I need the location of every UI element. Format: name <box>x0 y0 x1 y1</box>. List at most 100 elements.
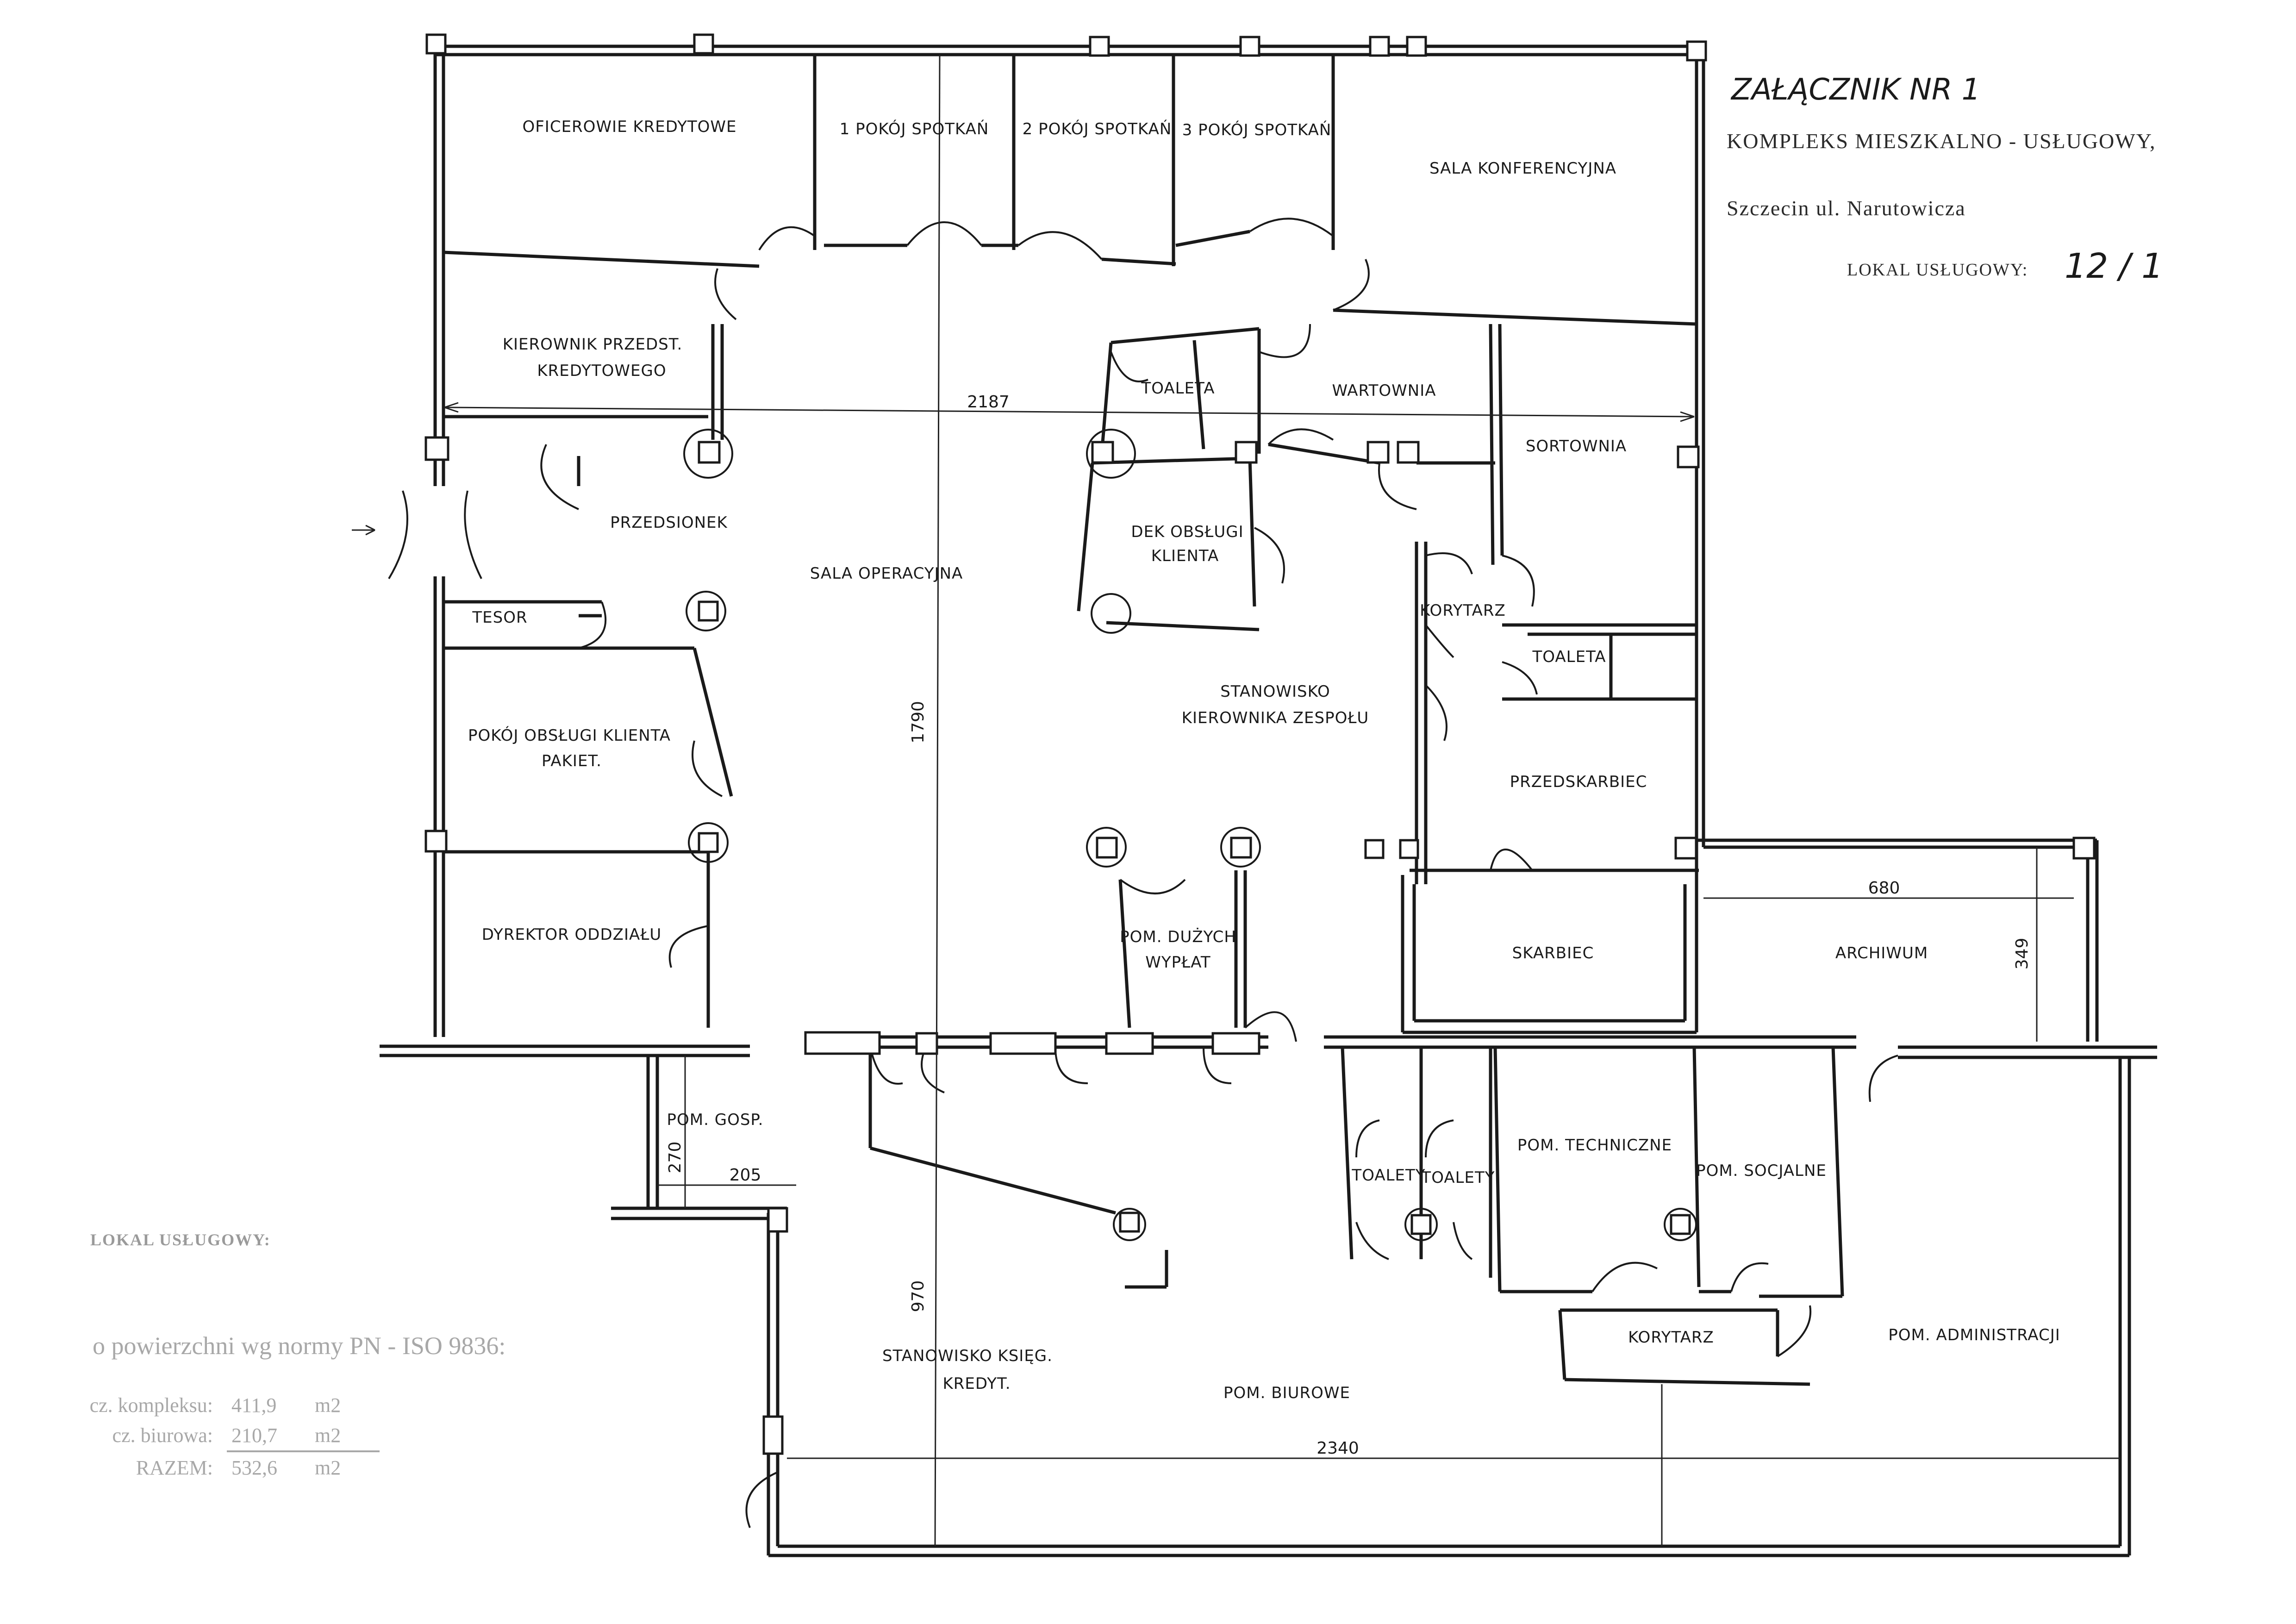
room-label: TOALETA <box>1141 379 1215 398</box>
attachment-label: ZAŁĄCZNIK NR 1 <box>1730 73 1980 107</box>
dimension-label: 2187 <box>967 393 1010 412</box>
structural-columns <box>424 33 2096 1455</box>
summary-row-unit: m2 <box>315 1424 341 1447</box>
room-label: SALA OPERACYJNA <box>810 564 963 583</box>
column <box>1397 441 1420 464</box>
room-label: SALA KONFERENCYJNA <box>1429 159 1616 178</box>
column <box>1235 441 1258 464</box>
column <box>1410 1214 1432 1235</box>
room-label: POM. DUŻYCH <box>1120 928 1236 946</box>
dimension-label: 205 <box>730 1166 761 1185</box>
room-label: KIEROWNIKA ZESPOŁU <box>1182 709 1369 727</box>
walls <box>380 44 2157 1557</box>
room-label: WARTOWNIA <box>1332 381 1436 400</box>
room-labels: OFICEROWIE KREDYTOWE 1 POKÓJ SPOTKAŃ 2 P… <box>468 118 2060 1402</box>
summary-row-value: 411,9 <box>231 1394 276 1417</box>
summary-title: LOKAL USŁUGOWY: <box>90 1230 271 1249</box>
column <box>1239 36 1260 57</box>
column <box>693 33 714 55</box>
room-label: SORTOWNIA <box>1526 437 1627 456</box>
column <box>1369 36 1390 57</box>
room-label: KREDYTOWEGO <box>537 362 666 380</box>
summary-row-unit: m2 <box>315 1394 341 1417</box>
column <box>698 600 719 622</box>
summary-row-label: cz. kompleksu: <box>90 1394 213 1417</box>
room-label: KIEROWNIK PRZEDST. <box>503 335 683 354</box>
column <box>762 1415 784 1455</box>
address: Szczecin ul. Narutowicza <box>1727 196 1966 220</box>
room-label: 2 POKÓJ SPOTKAŃ <box>1023 119 1172 138</box>
column <box>1406 36 1427 57</box>
summary-total-value: 532,6 <box>231 1456 277 1479</box>
column <box>698 441 721 464</box>
room-label: STANOWISKO KSIĘG. <box>882 1347 1053 1365</box>
room-label: PRZEDSKARBIEC <box>1510 773 1647 791</box>
column <box>1674 837 1697 860</box>
column <box>1670 1214 1691 1235</box>
column <box>915 1032 938 1055</box>
column <box>1686 40 1707 62</box>
column <box>1119 1212 1140 1233</box>
room-label: WYPŁAT <box>1145 953 1210 972</box>
column <box>425 33 447 55</box>
summary-norm: o powierzchni wg normy PN - ISO 9836: <box>93 1332 505 1360</box>
column <box>1230 837 1252 859</box>
dimension-label: 970 <box>909 1280 928 1312</box>
column <box>804 1031 881 1055</box>
unit-number: 12 / 1 <box>2065 246 2163 286</box>
column <box>989 1032 1057 1055</box>
room-label: TOALETA <box>1532 648 1606 666</box>
room-label: DEK OBSŁUGI <box>1131 523 1243 541</box>
room-label: POM. GOSP. <box>667 1111 764 1129</box>
dimension-label: 1790 <box>909 701 928 743</box>
column <box>1677 445 1700 468</box>
unit-label: LOKAL USŁUGOWY: <box>1847 260 2028 280</box>
column <box>1091 441 1114 464</box>
room-label: KORYTARZ <box>1420 601 1506 620</box>
room-label: KLIENTA <box>1151 547 1219 565</box>
column <box>1105 1032 1154 1055</box>
room-label: POM. TECHNICZNE <box>1517 1136 1672 1155</box>
column <box>1399 839 1419 859</box>
column <box>424 830 448 853</box>
summary-row-value: 210,7 <box>231 1424 277 1447</box>
room-label: DYREKTOR ODDZIAŁU <box>482 925 662 944</box>
column <box>1211 1032 1260 1055</box>
column <box>1366 441 1390 464</box>
room-label: POM. SOCJALNE <box>1696 1162 1827 1180</box>
dimension-label: 680 <box>1868 879 1900 898</box>
room-label: POM. ADMINISTRACJI <box>1888 1326 2060 1344</box>
room-label: TESOR <box>472 608 527 627</box>
column <box>2072 837 2096 860</box>
dimension-label: 2340 <box>1316 1439 1359 1458</box>
title-block: ZAŁĄCZNIK NR 1 KOMPLEKS MIESZKALNO - USŁ… <box>1727 73 2163 286</box>
area-summary: LOKAL USŁUGOWY: o powierzchni wg normy P… <box>90 1230 506 1479</box>
column <box>767 1207 788 1233</box>
room-label: OFICEROWIE KREDYTOWE <box>522 118 736 136</box>
room-label: PRZEDSIONEK <box>610 513 728 532</box>
dimension-labels: 2187 1790 680 349 270 205 970 2340 <box>666 393 2032 1458</box>
summary-total-unit: m2 <box>315 1456 341 1479</box>
summary-row-label: cz. biurowa: <box>112 1424 213 1447</box>
summary-total-label: RAZEM: <box>136 1456 213 1479</box>
dimension-lines <box>352 54 2120 1547</box>
dimension-label: 349 <box>2013 938 2032 970</box>
room-label: KREDYT. <box>942 1374 1011 1393</box>
complex-name: KOMPLEKS MIESZKALNO - USŁUGOWY, <box>1727 129 2156 153</box>
column <box>1364 839 1385 859</box>
room-label: ARCHIWUM <box>1835 944 1928 962</box>
room-label: SKARBIEC <box>1512 944 1594 962</box>
room-label: POM. BIUROWE <box>1223 1384 1350 1402</box>
column <box>424 436 449 461</box>
room-label: PAKIET. <box>542 752 602 770</box>
room-label: TOALETY <box>1351 1166 1425 1185</box>
column <box>1096 837 1118 859</box>
column <box>1089 36 1110 57</box>
doors <box>388 218 1898 1528</box>
room-label: 3 POKÓJ SPOTKAŃ <box>1182 120 1332 139</box>
room-label: 1 POKÓJ SPOTKAŃ <box>840 119 989 138</box>
dimension-label: 270 <box>666 1142 685 1174</box>
room-label: KORYTARZ <box>1628 1328 1714 1347</box>
column <box>698 832 719 853</box>
